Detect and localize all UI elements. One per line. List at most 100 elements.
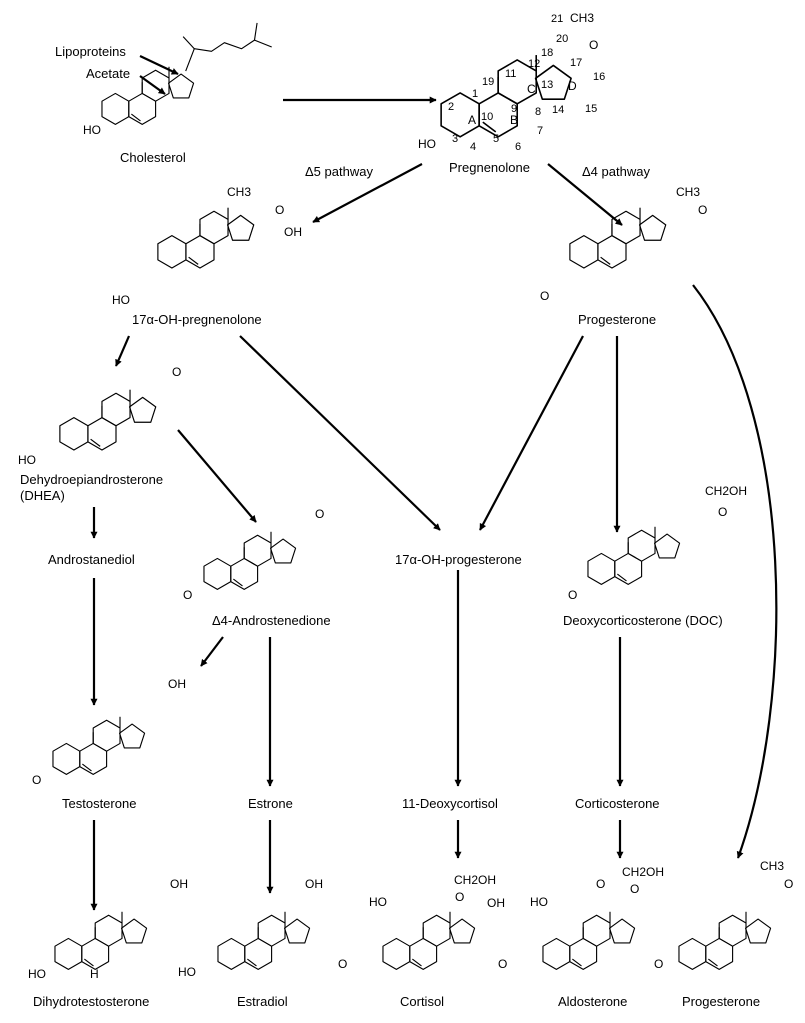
cortisol-o-group: O (338, 957, 347, 971)
arrow-ohpreg-dhea (114, 335, 131, 367)
doc-label: Deoxycorticosterone (DOC) (563, 613, 723, 628)
cortisol-oh-group: OH (487, 896, 505, 910)
steroid-skeleton (382, 911, 476, 970)
ring-b-bonds (81, 937, 110, 970)
ring-b-bonds (705, 937, 734, 970)
functional-groups: HO HO CH3 O HO OH CH3 O O CH3 O HO O O O… (18, 11, 793, 981)
dhea-structure (59, 389, 157, 451)
cholesterol-terminal-methyl (253, 22, 258, 41)
ring-b-bonds (185, 235, 215, 269)
ring-b-bonds (597, 235, 627, 269)
ring-letter-c: C (527, 82, 536, 96)
carbon-8: 8 (535, 106, 541, 118)
arrow-prog-ohprog (479, 335, 584, 531)
dht-oh-group: OH (170, 877, 188, 891)
steroid-skeleton (217, 911, 311, 970)
ring-a-bonds (587, 552, 616, 585)
arrow-prog-prog-final (692, 284, 778, 859)
androstenedione-o17-group: O (315, 507, 324, 521)
ring-d-bonds (167, 73, 195, 99)
carbon-4: 4 (470, 141, 476, 153)
estradiol-label: Estradiol (237, 994, 288, 1009)
carbon-1: 1 (472, 88, 478, 100)
ring-d-bonds (269, 538, 297, 564)
ring-c-bonds (627, 529, 656, 562)
double-bond (247, 958, 257, 967)
arrow-dhea-androstenedione (177, 429, 257, 523)
ring-d-bonds (638, 214, 667, 241)
progesterone-label: Progesterone (578, 312, 656, 327)
double-bond (708, 958, 718, 967)
double-bond (482, 121, 497, 133)
ring-b-bonds (409, 937, 438, 970)
carbon-16: 16 (593, 71, 605, 83)
estradiol-oh-group: OH (305, 877, 323, 891)
ring-letter-b: B (510, 113, 518, 127)
progesterone-final-o20-group: O (784, 877, 793, 891)
dht-structure (54, 911, 148, 970)
double-bond (572, 958, 582, 967)
steroid-skeleton (587, 526, 681, 585)
aldosterone-structure (542, 911, 636, 970)
ring-d-bonds (118, 723, 146, 749)
estradiol-structure (217, 911, 311, 970)
androstenedione-o3-group: O (183, 588, 192, 602)
androstenedione-label: Δ4-Androstenedione (212, 613, 331, 628)
cholesterol-side-chain (185, 39, 272, 72)
ring-a-bonds (678, 937, 707, 970)
ring-d-bonds (283, 918, 311, 944)
arrow-ohpreg-ohprog (239, 335, 441, 531)
doc-o20-group: O (718, 505, 727, 519)
oh-pregnenolone-ch3-group: CH3 (227, 185, 251, 199)
steroid-skeleton (52, 716, 146, 775)
ring-c-bonds (101, 392, 131, 427)
cortisol-ho-group: HO (369, 895, 387, 909)
carbon-9: 9 (511, 103, 517, 115)
dhea-label: Dehydroepiandrosterone (20, 472, 163, 487)
cortisol-label: Cortisol (400, 994, 444, 1009)
ring-c-bonds (257, 914, 286, 947)
double-bond (188, 256, 199, 265)
carbon-10: 10 (481, 111, 493, 123)
ring-b-bonds (79, 742, 108, 775)
pregnenolone-ch3-group: CH3 (570, 11, 594, 25)
carbon-12: 12 (528, 58, 540, 70)
progesterone-final-structure (678, 911, 772, 970)
steroid-skeleton (542, 911, 636, 970)
progesterone-o20-group: O (698, 203, 707, 217)
steroid-skeleton (157, 207, 255, 269)
ring-b-bonds (87, 417, 117, 451)
arrow-delta5 (312, 163, 423, 223)
carbon-21: 21 (551, 13, 563, 25)
progesterone-ch3-group: CH3 (676, 185, 700, 199)
ring-letter-a: A (468, 113, 476, 127)
arrow-lipoproteins (139, 55, 179, 75)
progesterone-structure (569, 207, 667, 269)
delta5-pathway-label: Δ5 pathway (305, 164, 373, 179)
ring-c-bonds (141, 69, 170, 102)
steroid-skeleton (59, 389, 157, 451)
double-bond (233, 578, 243, 587)
ring-c-bonds (243, 534, 272, 567)
aldosterone-ho-group: HO (530, 895, 548, 909)
ring-a-bonds (569, 235, 599, 269)
pregnenolone-structure (440, 55, 572, 138)
oh-pregnenolone-o-group: O (275, 203, 284, 217)
ring-a-bonds (59, 417, 89, 451)
oh-progesterone-label: 17α-OH-progesterone (395, 552, 522, 567)
doc-o3-group: O (568, 588, 577, 602)
carbon-15: 15 (585, 103, 597, 115)
carbon-5: 5 (493, 133, 499, 145)
ring-c-bonds (611, 210, 641, 245)
ring-d-bonds (534, 64, 572, 100)
ring-a-bonds (382, 937, 411, 970)
ring-d-bonds (653, 533, 681, 559)
steroid-skeleton (569, 207, 667, 269)
progesterone-final-ch3-group: CH3 (760, 859, 784, 873)
lipoproteins-label: Lipoproteins (55, 44, 126, 59)
ring-d-bonds (226, 214, 255, 241)
progesterone-o3-group: O (540, 289, 549, 303)
ring-c-bonds (422, 914, 451, 947)
doc-structure (587, 526, 681, 585)
dhea-o-group: O (172, 365, 181, 379)
